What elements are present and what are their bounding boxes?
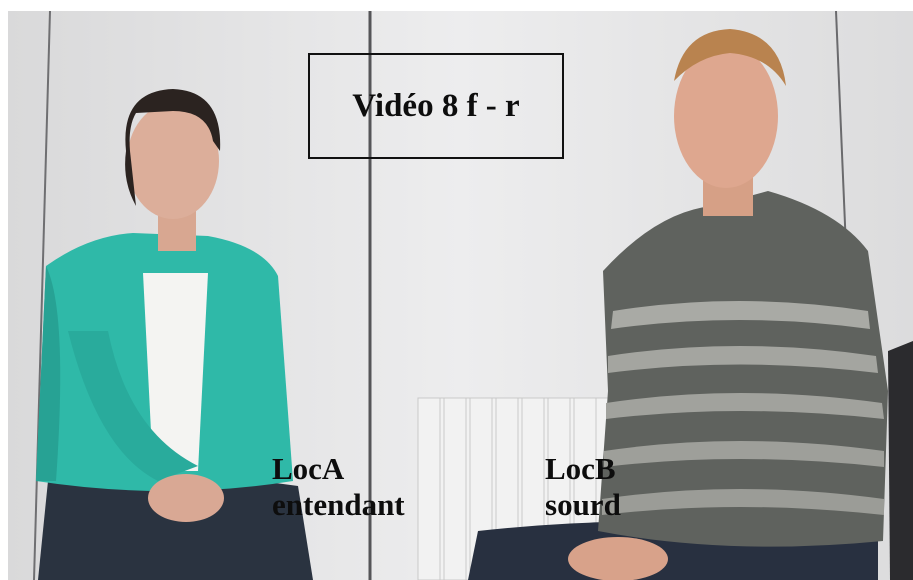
video-title-box: Vidéo 8 f - r [308,53,564,159]
wall-seam-left [33,11,51,580]
label-right-role: sourd [545,487,621,522]
video-frame: Vidéo 8 f - r LocA entendant LocB sourd [8,11,913,580]
label-left-name: LocA [272,451,345,486]
person-left [36,89,313,580]
label-left-speaker: LocA entendant [272,451,405,523]
person-right [468,29,888,580]
label-right-name: LocB [545,451,616,486]
label-right-speaker: LocB sourd [545,451,621,523]
label-left-role: entendant [272,487,405,522]
chair-right [888,341,913,580]
photo-scene [8,11,913,580]
video-title: Vidéo 8 f - r [352,87,520,124]
